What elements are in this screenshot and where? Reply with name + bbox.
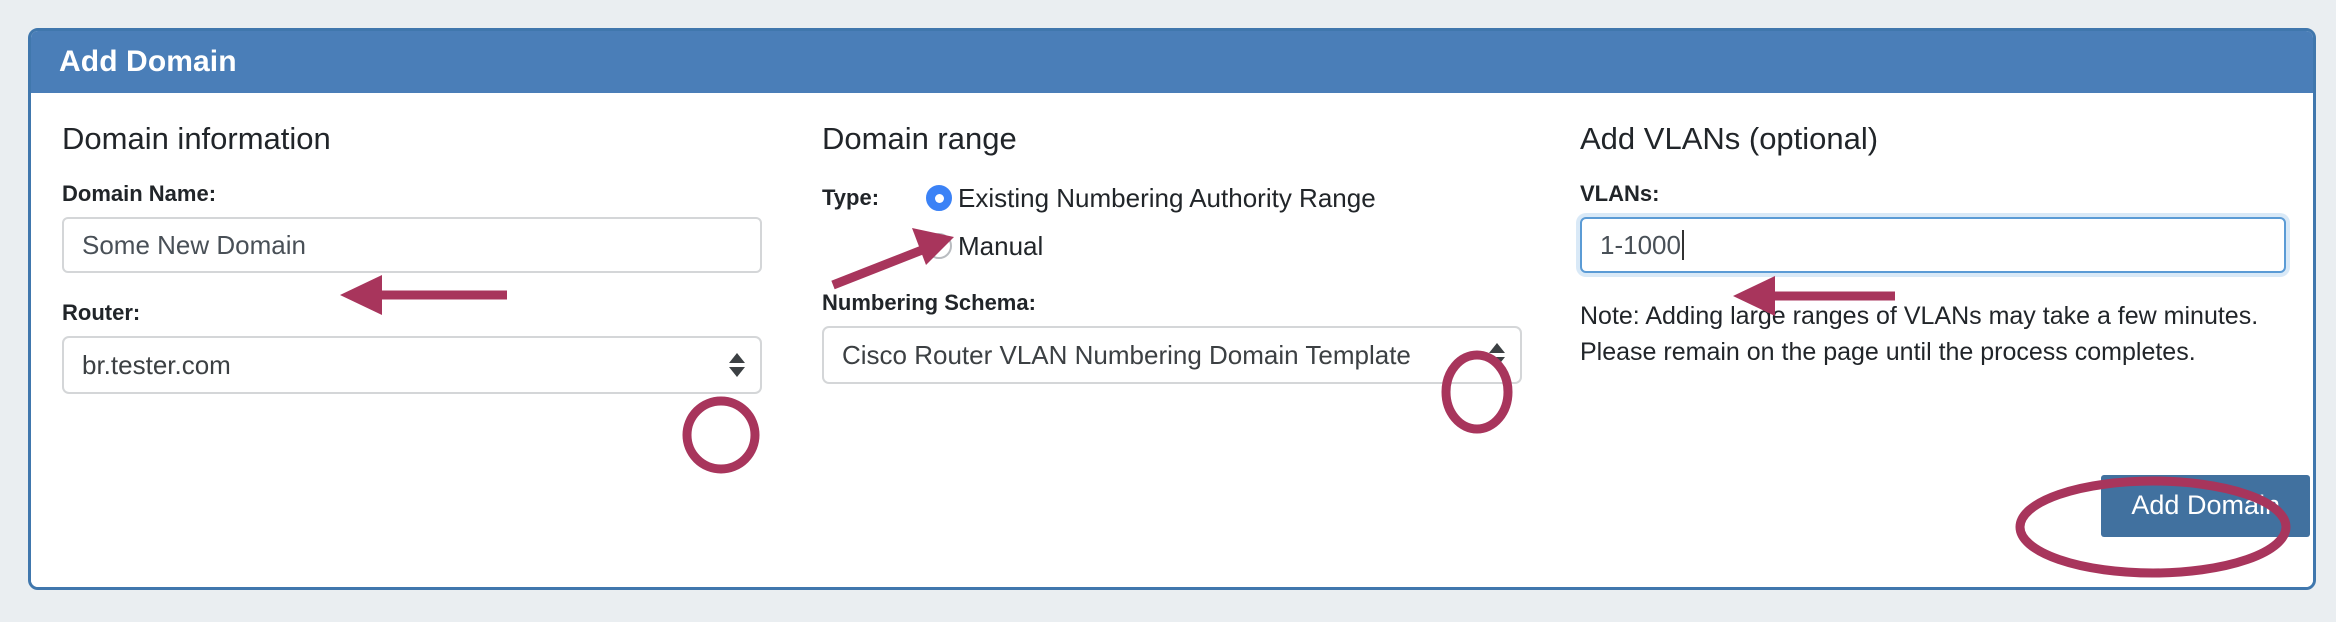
domain-name-input-value: Some New Domain [82,229,306,260]
label-router: Router: [62,300,141,325]
add-domain-card: Add Domain Domain information Domain Nam… [28,28,2316,590]
card-title: Add Domain [59,45,237,78]
vlans-note-text: Note: Adding large ranges of VLANs may t… [1580,302,2259,366]
chevron-down-icon [1489,357,1505,367]
numbering-schema-select[interactable]: Cisco Router VLAN Numbering Domain Templ… [822,326,1522,384]
section-heading-add-vlans: Add VLANs (optional) [1580,121,1879,156]
radio-option-manual[interactable]: Manual [926,229,1558,263]
text-caret [1681,230,1684,260]
column-domain-range: Domain range Type: Existing Numbering Au… [822,93,1558,384]
type-field-row: Type: Existing Numbering Authority Range… [822,181,1558,263]
card-header: Add Domain [31,31,2313,93]
router-select[interactable]: br.tester.com [62,336,762,394]
column-domain-information: Domain information Domain Name: Some New… [62,93,798,394]
router-select-value: br.tester.com [82,349,231,380]
radio-icon-existing-range[interactable] [926,185,952,211]
submit-button-row: Add Domain [1580,475,2310,537]
radio-label-existing-range: Existing Numbering Authority Range [958,183,1376,213]
radio-option-existing-range[interactable]: Existing Numbering Authority Range [926,181,1558,215]
vlans-input-value: 1-1000 [1600,229,1681,260]
chevron-up-icon [1489,343,1505,353]
radio-label-manual: Manual [958,231,1044,261]
section-heading-domain-range: Domain range [822,121,1017,156]
label-numbering-schema: Numbering Schema: [822,290,1036,315]
type-radio-group: Existing Numbering Authority Range Manua… [926,181,1558,263]
card-body: Domain information Domain Name: Some New… [31,93,2313,587]
chevron-up-icon [729,353,745,363]
label-type: Type: [822,185,880,210]
add-domain-button[interactable]: Add Domain [2101,475,2310,537]
label-vlans: VLANs: [1580,181,1660,206]
select-stepper-icon[interactable] [728,348,746,382]
section-heading-domain-information: Domain information [62,121,331,156]
chevron-down-icon [729,367,745,377]
label-domain-name: Domain Name: [62,181,217,206]
column-add-vlans: Add VLANs (optional) VLANs: 1-1000 Note:… [1580,93,2310,370]
radio-icon-manual[interactable] [926,233,952,259]
vlans-input[interactable]: 1-1000 [1580,217,2286,273]
domain-name-input[interactable]: Some New Domain [62,217,762,273]
numbering-schema-select-value: Cisco Router VLAN Numbering Domain Templ… [842,339,1411,370]
select-stepper-icon[interactable] [1488,338,1506,372]
